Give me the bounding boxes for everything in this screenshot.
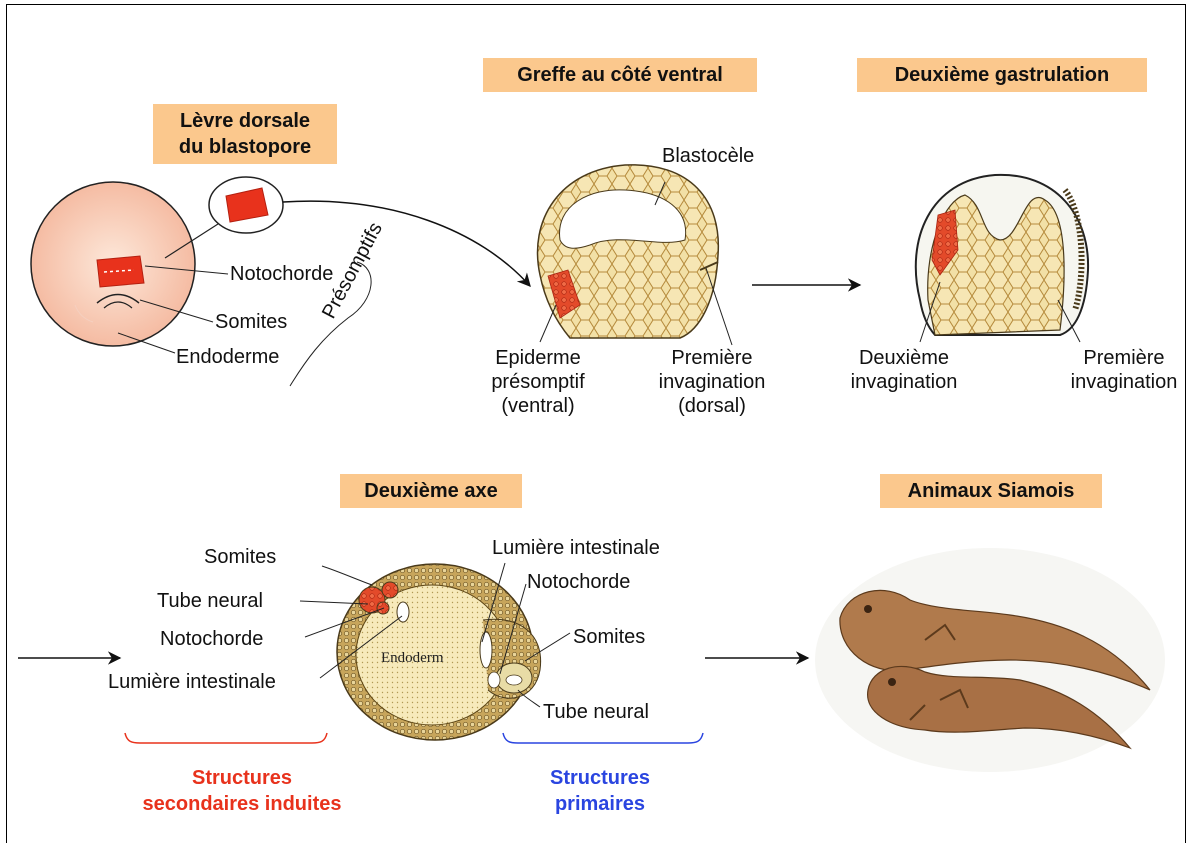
label-blastocele: Blastocèle	[662, 144, 754, 168]
label-somites-secondary: Somites	[204, 545, 276, 569]
siamese-tadpoles-illustration	[815, 548, 1165, 772]
label-endoderme: Endoderme	[176, 345, 279, 369]
label-somites-primary: Somites	[573, 625, 645, 649]
label-tube-neural-secondary: Tube neural	[157, 589, 263, 613]
label-notochorde-primary: Notochorde	[527, 570, 630, 594]
title-animaux-siamois: Animaux Siamois	[880, 474, 1102, 508]
caption-structures-primaires: Structures primaires	[510, 765, 690, 817]
title-gastrulation: Deuxième gastrulation	[857, 58, 1147, 92]
gastrulation-embryo	[916, 175, 1088, 342]
label-endoderm-inner: Endoderm	[381, 650, 443, 667]
label-notochorde-secondary: Notochorde	[160, 627, 263, 651]
blastula-embryo	[31, 182, 195, 346]
label-somites-blastula: Somites	[215, 310, 287, 334]
label-lumiere-secondary: Lumière intestinale	[108, 670, 276, 694]
title-deuxieme-axe: Deuxième axe	[340, 474, 522, 508]
label-lumiere-primary: Lumière intestinale	[492, 536, 660, 560]
primary-bracket	[503, 733, 703, 743]
label-tube-neural-primary: Tube neural	[543, 700, 649, 724]
label-deuxieme-invagination: Deuxième invagination	[834, 346, 974, 394]
title-greffe: Greffe au côté ventral	[483, 58, 757, 92]
graft-embryo	[538, 165, 732, 345]
label-epiderme-presomptif: Epiderme présomptif (ventral)	[478, 346, 598, 418]
caption-structures-secondaires: Structures secondaires induites	[122, 765, 362, 817]
label-premiere-invagination: Première invagination	[1058, 346, 1190, 394]
label-notochorde-blastula: Notochorde	[230, 262, 333, 286]
secondary-bracket	[125, 733, 327, 743]
label-premiere-invagination-dorsal: Première invagination (dorsal)	[644, 346, 780, 418]
title-levre-dorsale: Lèvre dorsale du blastopore	[153, 104, 337, 164]
